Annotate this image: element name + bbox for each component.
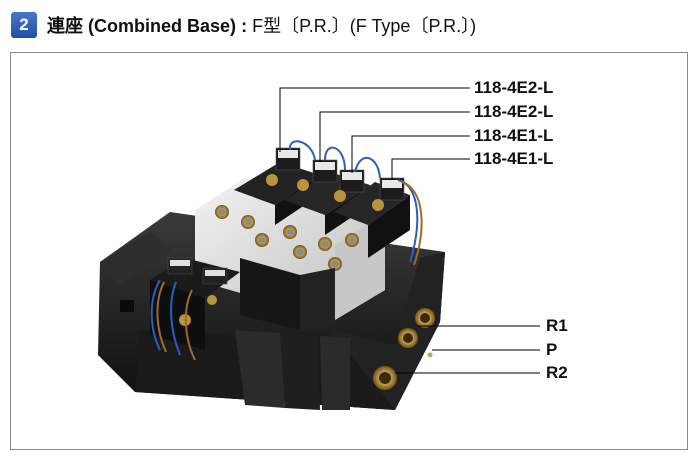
callout-model-3: 118-4E1-L	[474, 126, 554, 145]
port-p-fitting	[427, 352, 433, 358]
callout-model-2: 118-4E2-L	[474, 102, 554, 121]
section-title: 連座 (Combined Base) : F型〔P.R.〕(F Type〔P.R…	[47, 12, 476, 38]
coil-118-4e2-l-b	[297, 159, 338, 191]
title-ftype: F型〔P.R.〕(F Type〔P.R.〕)	[252, 16, 477, 36]
coil-118-4e2-l-a	[266, 147, 301, 186]
port-leader-lines	[395, 325, 540, 374]
coil-118-4e1-l-b	[372, 177, 405, 211]
section-number-badge: 2	[11, 12, 37, 38]
callout-model-1: 118-4E2-L	[474, 78, 554, 97]
callout-port-r1: R1	[546, 316, 568, 335]
model-leader-lines	[279, 87, 470, 180]
title-separator: :	[241, 16, 248, 36]
callout-model-4: 118-4E1-L	[474, 149, 554, 168]
callout-port-p: P	[546, 340, 558, 359]
title-chinese: 連座	[47, 16, 83, 36]
callout-port-r2: R2	[546, 363, 568, 382]
coil-118-4e1-l-a	[334, 169, 365, 202]
front-coils	[150, 257, 240, 350]
solenoid-coils	[150, 147, 410, 350]
title-english: (Combined Base)	[88, 16, 237, 36]
product-image-frame	[10, 52, 688, 450]
section-header: 2 連座 (Combined Base) : F型〔P.R.〕(F Type〔P…	[11, 8, 476, 42]
coil-wires	[150, 140, 423, 361]
